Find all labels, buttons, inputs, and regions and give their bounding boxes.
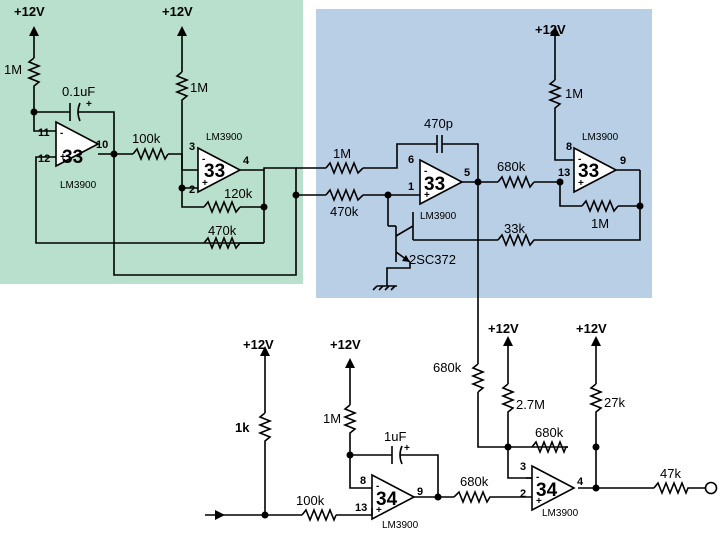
opamp-a1-unit: 33 — [62, 147, 83, 168]
resistor-47k — [653, 480, 690, 496]
label-r-680k-d: 680k — [535, 425, 564, 440]
pin-a4-out: 9 — [620, 155, 626, 167]
pin-b2-noninv: 2 — [520, 488, 526, 500]
blue-panel — [316, 9, 652, 298]
label-r-470k-b: 470k — [330, 204, 359, 219]
label-r-1m-d: 1M — [591, 216, 609, 231]
resistor-1m-a — [26, 57, 42, 90]
pin-a2-out: 4 — [243, 155, 250, 167]
resistor-100k-b — [301, 507, 337, 523]
capacitor-0-1uf: + — [62, 99, 92, 122]
supply-label-3: +12V — [535, 22, 566, 37]
pin-a3-noninv: 1 — [408, 181, 414, 193]
label-r-2-7m: 2.7M — [516, 397, 545, 412]
opamp-a2-unit: 33 — [204, 161, 225, 182]
resistor-1m-c — [325, 160, 364, 176]
pin-a1-noninv: 12 — [38, 153, 50, 165]
opamp-b2-part: LM3900 — [542, 508, 579, 519]
resistor-1m-d — [581, 198, 619, 214]
pin-b1-inv: 8 — [360, 475, 366, 487]
label-r-1m-c: 1M — [333, 146, 351, 161]
opamp-a4-part: LM3900 — [582, 132, 619, 143]
opamp-a3-part: LM3900 — [420, 211, 457, 222]
label-r-47k: 47k — [660, 466, 681, 481]
label-r-680k-b: 680k — [433, 360, 462, 375]
opamp-a3-unit: 33 — [424, 174, 445, 195]
resistor-680k-d — [531, 439, 568, 455]
label-r-100k-b: 100k — [296, 493, 325, 508]
svg-text:+: + — [86, 99, 92, 110]
resistor-470k-b — [325, 187, 364, 203]
opamp-a2-part: LM3900 — [206, 132, 243, 143]
supply-label-6: +12V — [488, 321, 519, 336]
supply-label-7: +12V — [576, 321, 607, 336]
label-r-120k: 120k — [224, 186, 253, 201]
label-r-680k-c: 680k — [460, 474, 489, 489]
resistor-1m-f — [342, 404, 358, 437]
pin-a1-out: 10 — [96, 139, 108, 151]
transistor-2sc372 — [372, 212, 414, 291]
resistor-470k-a — [203, 235, 241, 251]
pin-a2-inv: 3 — [189, 141, 195, 153]
label-r-680k-a: 680k — [497, 159, 526, 174]
opamp-b2-unit: 34 — [536, 480, 558, 501]
resistor-1m-b — [174, 71, 190, 106]
capacitor-470p — [432, 135, 446, 153]
pin-a3-out: 5 — [464, 167, 470, 179]
capacitors: + + — [62, 99, 446, 465]
pin-a3-inv: 6 — [408, 154, 414, 166]
pin-b2-inv: 3 — [520, 461, 526, 473]
resistor-120k — [203, 199, 241, 215]
label-r-1m-e: 1M — [565, 86, 583, 101]
resistor-680k-b — [470, 363, 486, 393]
label-c-0-1uf: 0.1uF — [62, 84, 95, 99]
resistor-2-7m — [500, 383, 516, 422]
resistor-680k-a — [497, 174, 535, 190]
label-c-1uf: 1uF — [384, 429, 406, 444]
label-r-1k: 1k — [235, 420, 250, 435]
wires-green — [33, 32, 297, 276]
resistor-1m-e — [547, 79, 563, 114]
resistor-100k-a — [132, 146, 169, 162]
pin-b1-noninv: 13 — [355, 502, 367, 514]
label-transistor: 2SC372 — [409, 252, 456, 267]
resistor-27k — [588, 383, 604, 420]
pin-a1-inv: 11 — [38, 127, 50, 139]
label-r-470k-a: 470k — [208, 223, 237, 238]
resistor-680k-c — [453, 489, 494, 505]
pin-b2-out: 4 — [577, 476, 584, 488]
pin-a2-noninv: 2 — [189, 184, 195, 196]
label-r-27k: 27k — [604, 395, 625, 410]
supply-label-2: +12V — [162, 4, 193, 19]
pin-a4-inv: 8 — [566, 141, 572, 153]
supply-label-1: +12V — [14, 4, 45, 19]
resistor-33k — [497, 232, 540, 248]
supply-arrows — [29, 26, 601, 520]
pin-b1-out: 9 — [417, 486, 423, 498]
resistors — [26, 57, 690, 523]
label-r-100k-a: 100k — [132, 131, 161, 146]
supply-label-4: +12V — [243, 337, 274, 352]
label-r-1m-f: 1M — [323, 411, 341, 426]
resistor-1k — [257, 412, 273, 445]
label-r-1m-b: 1M — [190, 80, 208, 95]
opamp-b1-unit: 34 — [376, 489, 398, 510]
opamp-a4-unit: 33 — [578, 161, 599, 182]
pin-a4-noninv: 13 — [558, 167, 570, 179]
capacitor-1uf: + — [386, 443, 410, 465]
junctions — [30, 108, 644, 519]
green-panel — [0, 0, 303, 284]
supply-label-5: +12V — [330, 337, 361, 352]
opamp-a1-part: LM3900 — [60, 180, 97, 191]
opamp-b1-part: LM3900 — [382, 520, 419, 531]
label-r-1m-a: 1M — [4, 62, 22, 77]
svg-text:+: + — [404, 443, 410, 454]
label-r-33k: 33k — [504, 221, 525, 236]
output-terminal — [704, 481, 718, 495]
label-c-470p: 470p — [424, 116, 453, 131]
